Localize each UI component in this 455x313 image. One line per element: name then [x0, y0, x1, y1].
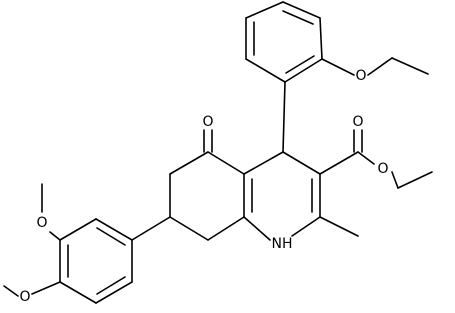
bond-c8-c8a [207, 216, 245, 241]
atom-label-ester-alkoxy-oxygen: O [377, 161, 388, 177]
bond-c4-c3 [282, 151, 321, 175]
atom-label-methoxy-lower-oxygen: O [19, 289, 30, 305]
bond-methoxy-lower-c-o [31, 281, 61, 295]
bond-ester-c-o-single [357, 151, 375, 165]
bond-aryl-c4 [282, 81, 286, 153]
bond-c5-c6 [169, 151, 209, 175]
bond-methoxy-lower-o-ch3 [3, 285, 19, 297]
atom-label-ring-nitrogen: NH [272, 236, 293, 252]
atom-label-methoxy-upper-oxygen: O [36, 215, 47, 231]
bond-ethoxyphenyl-1 [245, 58, 286, 83]
bond-ethoxy-ch2-ch3 [391, 57, 429, 75]
bond-dmp-3 [59, 281, 97, 304]
bond-dmp-5 [59, 218, 97, 241]
bond-methoxy-upper-c-o [49, 231, 61, 241]
bond-c7-c8 [169, 216, 209, 241]
bond-c2-n1 [291, 216, 321, 237]
atom-label-ketone-oxygen: O [202, 114, 213, 130]
bond-ethoxyphenyl-6-inner [285, 55, 315, 74]
bond-dmp-6 [95, 218, 133, 241]
bond-layer [3, 1, 433, 304]
bond-c2-methyl [319, 216, 359, 237]
bond-ester-o-ch2 [391, 171, 399, 189]
bond-ethoxy-o-ch2 [367, 57, 393, 76]
atom-label-ester-carbonyl-oxygen: O [352, 114, 363, 130]
bond-c3-ester-c [319, 151, 359, 175]
atom-label-ethoxy-oxygen: O [355, 68, 366, 84]
bond-c4-c4a [243, 151, 284, 175]
bond-ethoxyphenyl-3 [245, 1, 284, 19]
bond-ethoxy-c-o [321, 58, 355, 76]
bond-n1-c8a [243, 216, 271, 241]
atom-label-layer: O O O O NH O O [19, 68, 388, 305]
bond-dmp-2 [95, 281, 133, 304]
bond-dmp-2-inner [96, 276, 126, 295]
bond-ethoxyphenyl-6 [284, 58, 323, 83]
bond-ethoxyphenyl-4 [282, 1, 321, 19]
bond-c7-aryl [131, 216, 171, 241]
bond-ester-ch2-ch3 [397, 171, 433, 189]
bond-ethoxyphenyl-4-inner [282, 10, 314, 25]
bond-dmp-6-inner [96, 227, 126, 246]
bond-ethoxyphenyl-5 [319, 17, 323, 60]
bond-c4a-c5 [207, 151, 245, 175]
